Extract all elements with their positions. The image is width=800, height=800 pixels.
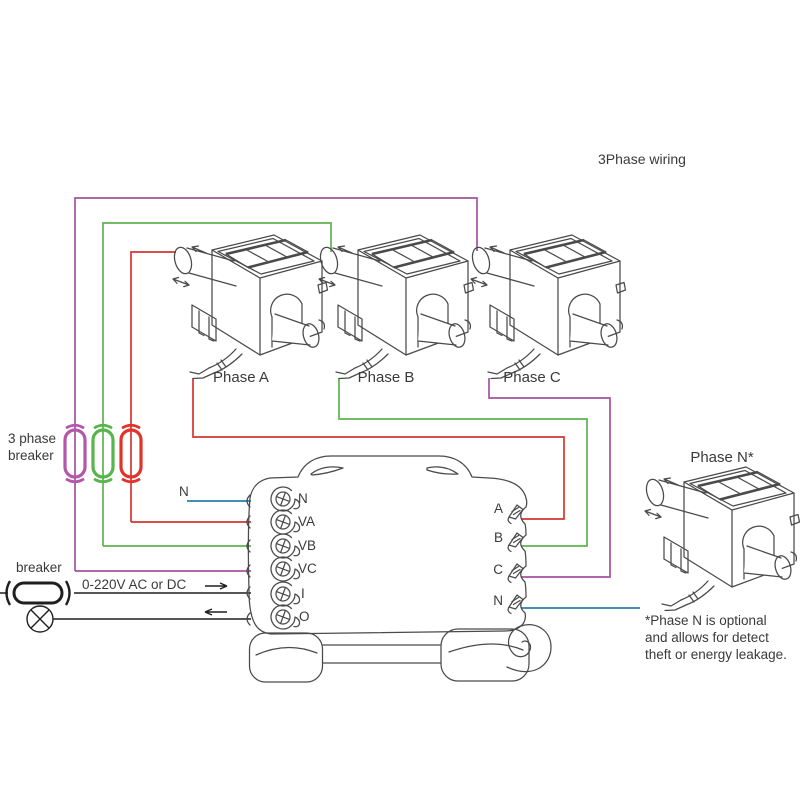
ct-phase-b [316, 233, 475, 380]
main-breaker-symbol [5, 580, 71, 606]
return-arrow-left-icon [204, 608, 227, 616]
terminal-label-vc: VC [298, 561, 317, 576]
terminal-label-b: B [493, 530, 503, 545]
meter-screw-terminals-left [270, 486, 301, 630]
breaker-pole-green [91, 423, 115, 484]
ct-phase-b-label: Phase B [357, 369, 415, 386]
wire-phase-b-supply [102, 222, 332, 547]
breaker-pole-purple [63, 423, 87, 484]
ct-phase-c-label: Phase C [503, 369, 561, 386]
wire-ct-c-secondary [488, 378, 611, 578]
lamp-icon [26, 605, 54, 633]
phase-n-note: *Phase N is optional and allows for dete… [645, 613, 787, 662]
ct-phase-c [468, 233, 627, 380]
supply-arrow-right-icon [205, 582, 228, 590]
terminal-label-i: I [301, 586, 305, 601]
ct-phase-n-label: Phase N* [690, 449, 754, 466]
diagram-title: 3Phase wiring [598, 151, 686, 167]
wire-phase-a-supply [130, 251, 251, 523]
wire-ct-b-secondary [338, 378, 588, 547]
ct-phase-a [170, 233, 329, 380]
meter-terminals-right [507, 504, 524, 615]
main-breaker-label: breaker [16, 560, 62, 575]
terminal-label-c: C [493, 562, 503, 577]
three-phase-breaker-label: 3 phase breaker [8, 431, 57, 463]
meter-body [246, 455, 552, 683]
ct-phase-n [642, 465, 800, 612]
terminal-label-va: VA [298, 514, 316, 529]
terminal-label-n-right: N [493, 593, 503, 608]
terminal-label-a: A [493, 501, 503, 516]
terminal-label-vb: VB [298, 538, 317, 553]
supply-voltage-label: 0-220V AC or DC [82, 577, 187, 592]
three-phase-breaker-symbol [63, 423, 143, 484]
ct-phase-a-label: Phase A [213, 369, 269, 386]
neutral-wire-label: N [179, 484, 189, 499]
terminal-label-n: N [298, 491, 308, 506]
breaker-pole-red [119, 423, 143, 484]
wire-ct-a-secondary [192, 378, 565, 520]
wire-phase-c-supply [74, 197, 478, 572]
terminal-label-o: O [299, 609, 310, 624]
